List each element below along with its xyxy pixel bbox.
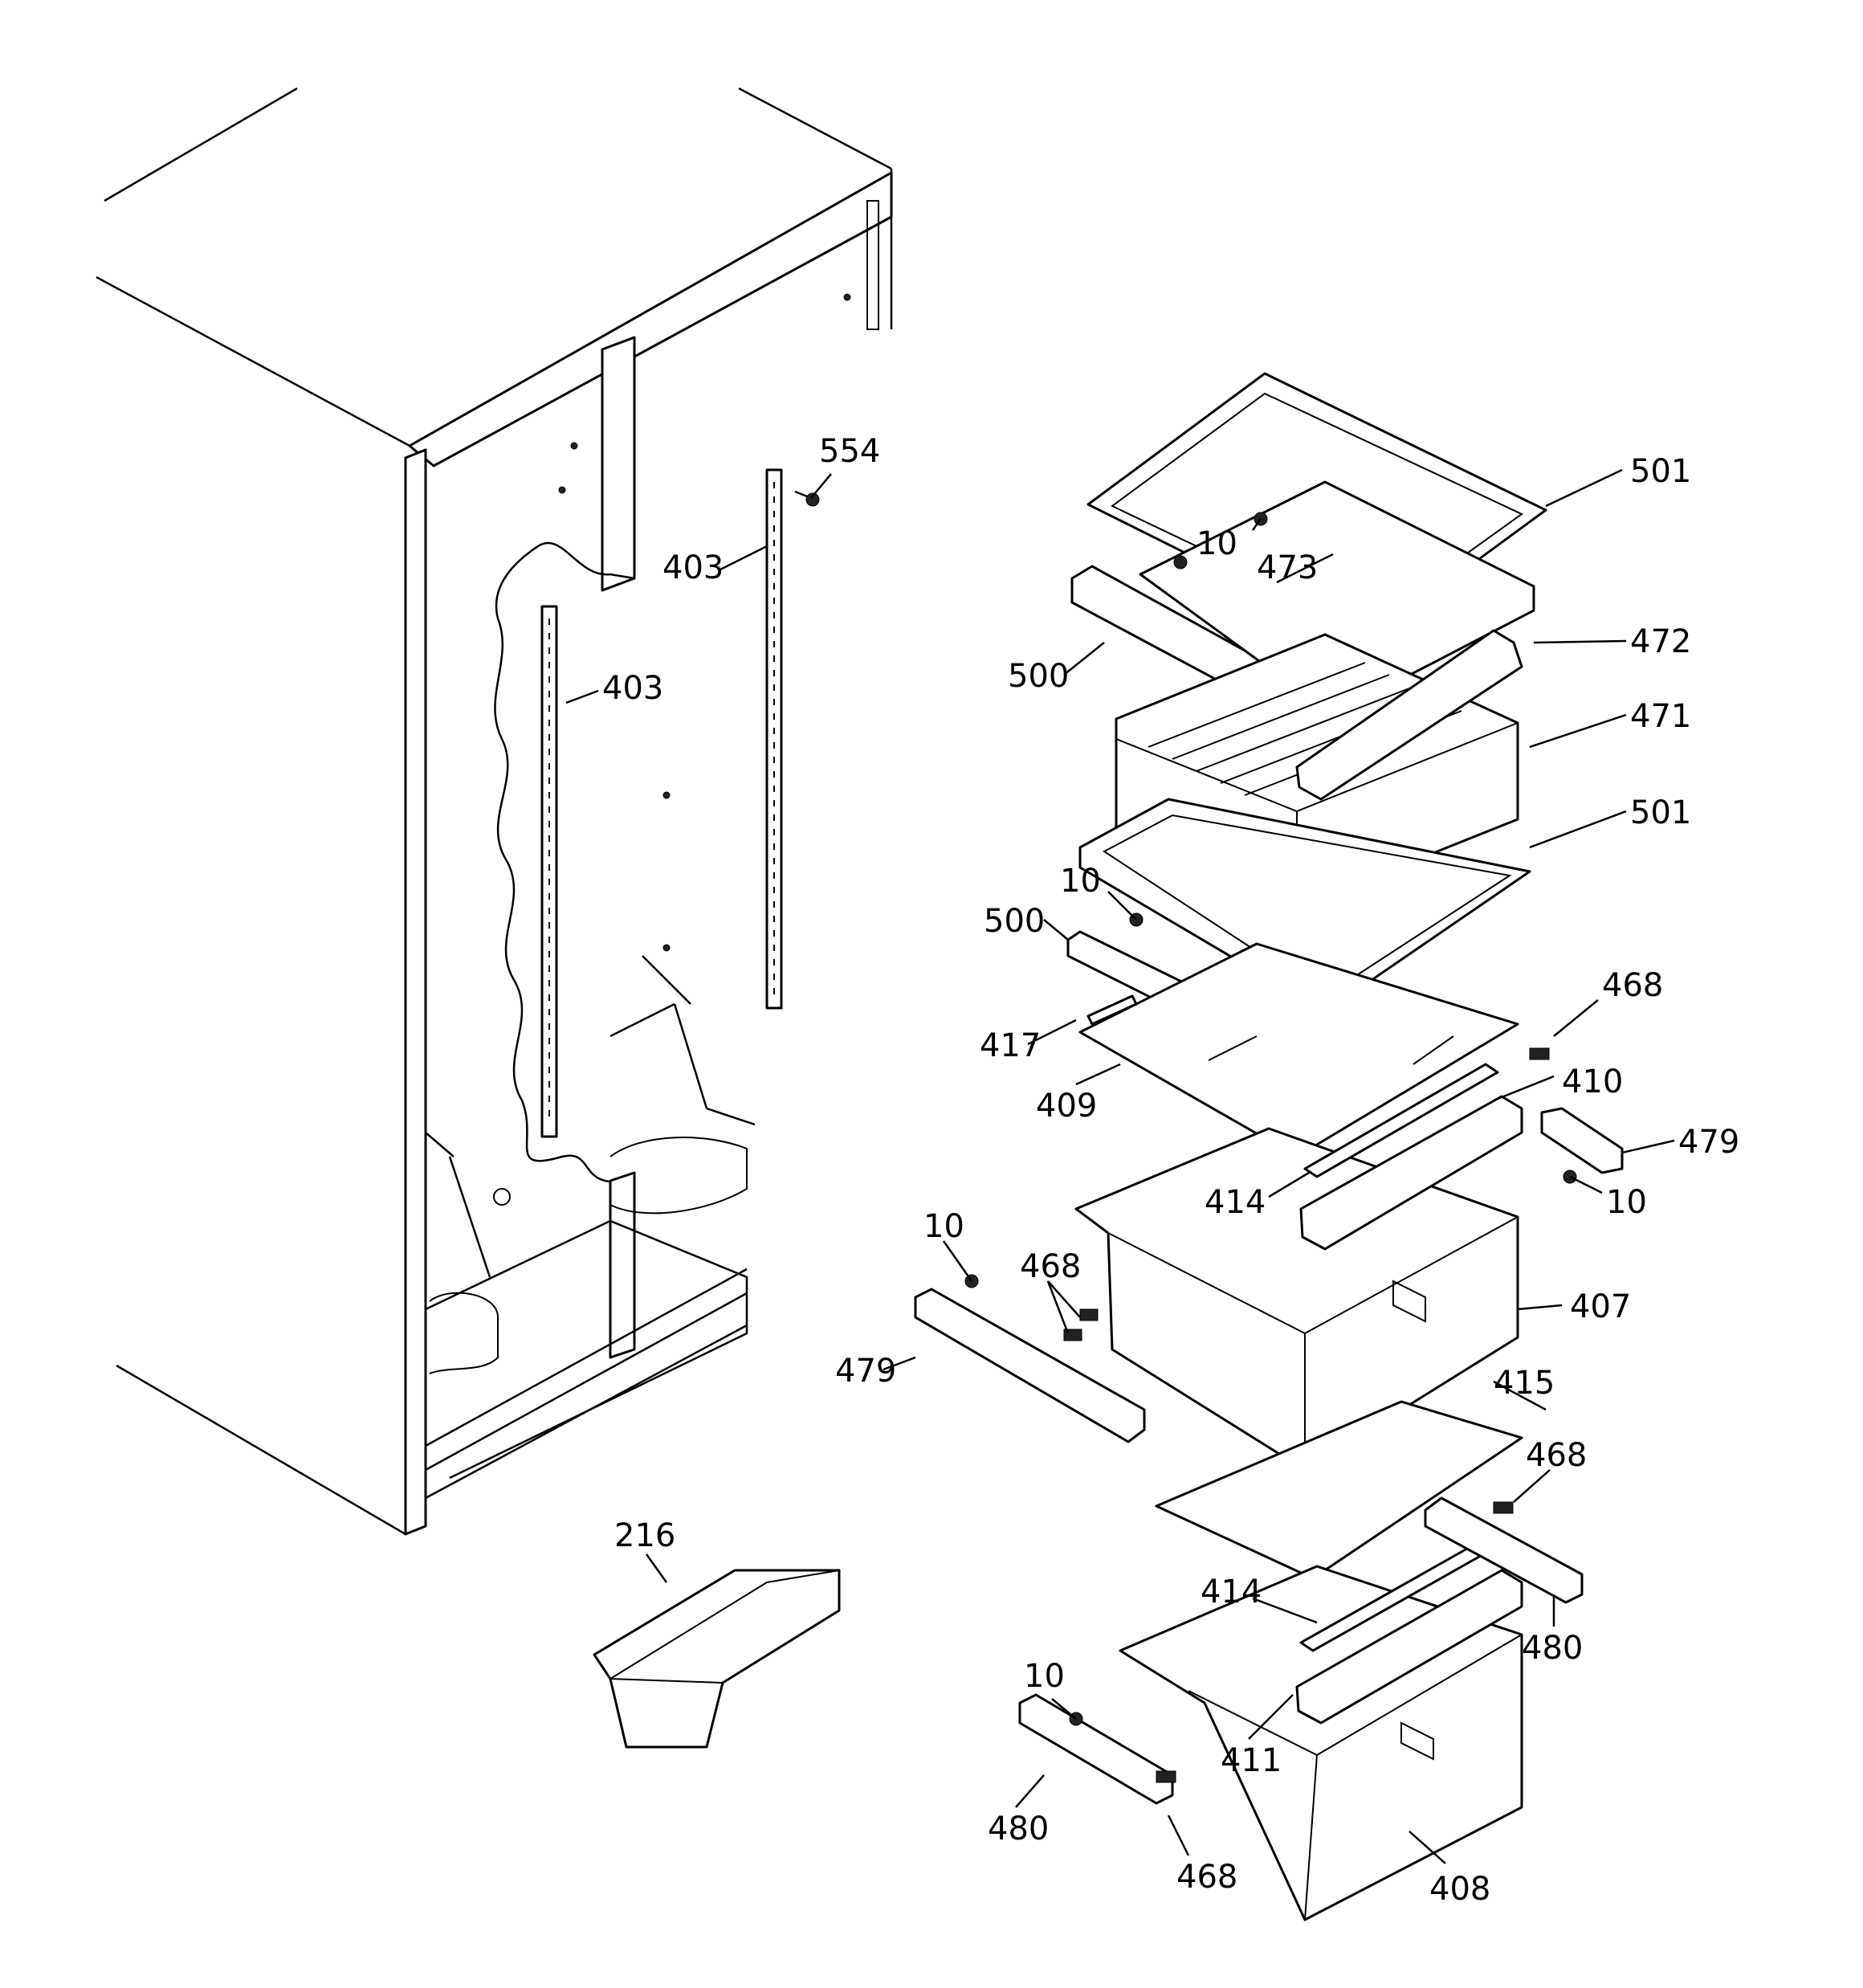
callout-labels: 554 501 10 473 403 403 500 472 471 501 1…: [602, 433, 1739, 1908]
stops-468: [1063, 1047, 1550, 1783]
label-472: 472: [1630, 623, 1691, 660]
label-468-right: 468: [1526, 1437, 1587, 1474]
label-10-bottom: 10: [1024, 1658, 1065, 1695]
label-417: 417: [980, 1027, 1041, 1064]
cover-frame-414-upper: [1303, 1063, 1499, 1178]
glass-shelf-415: [1155, 1400, 1523, 1580]
label-10-top: 10: [1196, 525, 1237, 562]
label-414-lower: 414: [1201, 1574, 1262, 1610]
slide-rail-479-right: [1540, 1107, 1624, 1174]
slide-rail-479-left: [914, 1288, 1146, 1443]
label-468-left: 468: [1020, 1248, 1081, 1285]
refrigerator-cabinet: [96, 87, 893, 1536]
label-468-bottom: 468: [1176, 1859, 1237, 1896]
label-500-lower: 500: [984, 903, 1045, 940]
label-403-right: 403: [662, 549, 724, 586]
screw-554: [794, 490, 820, 507]
label-407: 407: [1570, 1288, 1631, 1325]
label-10-mid: 10: [1060, 863, 1101, 900]
shelf-trim-417: [1086, 994, 1138, 1026]
label-410: 410: [1562, 1063, 1623, 1100]
label-468-upper: 468: [1602, 967, 1663, 1004]
label-415: 415: [1494, 1365, 1555, 1402]
label-479-left: 479: [835, 1353, 896, 1390]
label-411: 411: [1221, 1742, 1282, 1779]
label-10-left: 10: [923, 1208, 964, 1245]
pan-cover-411: [1295, 1569, 1523, 1725]
screws-10: [964, 512, 1577, 1726]
slide-rail-480-left: [1018, 1693, 1174, 1805]
label-414-upper: 414: [1205, 1184, 1266, 1221]
shelf-rail-403-left: [540, 605, 558, 1138]
label-408: 408: [1429, 1871, 1490, 1908]
label-501-top: 501: [1630, 453, 1691, 490]
label-216: 216: [614, 1517, 675, 1554]
label-403-left: 403: [602, 670, 663, 707]
label-10-right: 10: [1606, 1184, 1647, 1221]
label-473: 473: [1257, 549, 1318, 586]
label-479-right: 479: [1678, 1124, 1739, 1161]
glass-shelf-409: [1078, 942, 1519, 1158]
shelf-rail-403-right: [765, 468, 783, 1010]
door-bin-216: [593, 1569, 841, 1749]
slide-rail-480-right: [1424, 1496, 1584, 1604]
label-480-left: 480: [988, 1810, 1049, 1847]
label-471: 471: [1630, 698, 1691, 735]
pan-cover-472: [1295, 629, 1523, 801]
label-501-lower: 501: [1630, 794, 1691, 831]
label-480-right: 480: [1522, 1630, 1583, 1667]
label-500-top: 500: [1008, 658, 1069, 695]
leader-lines: [565, 468, 1675, 1864]
label-409: 409: [1036, 1088, 1097, 1125]
label-554: 554: [819, 433, 880, 470]
